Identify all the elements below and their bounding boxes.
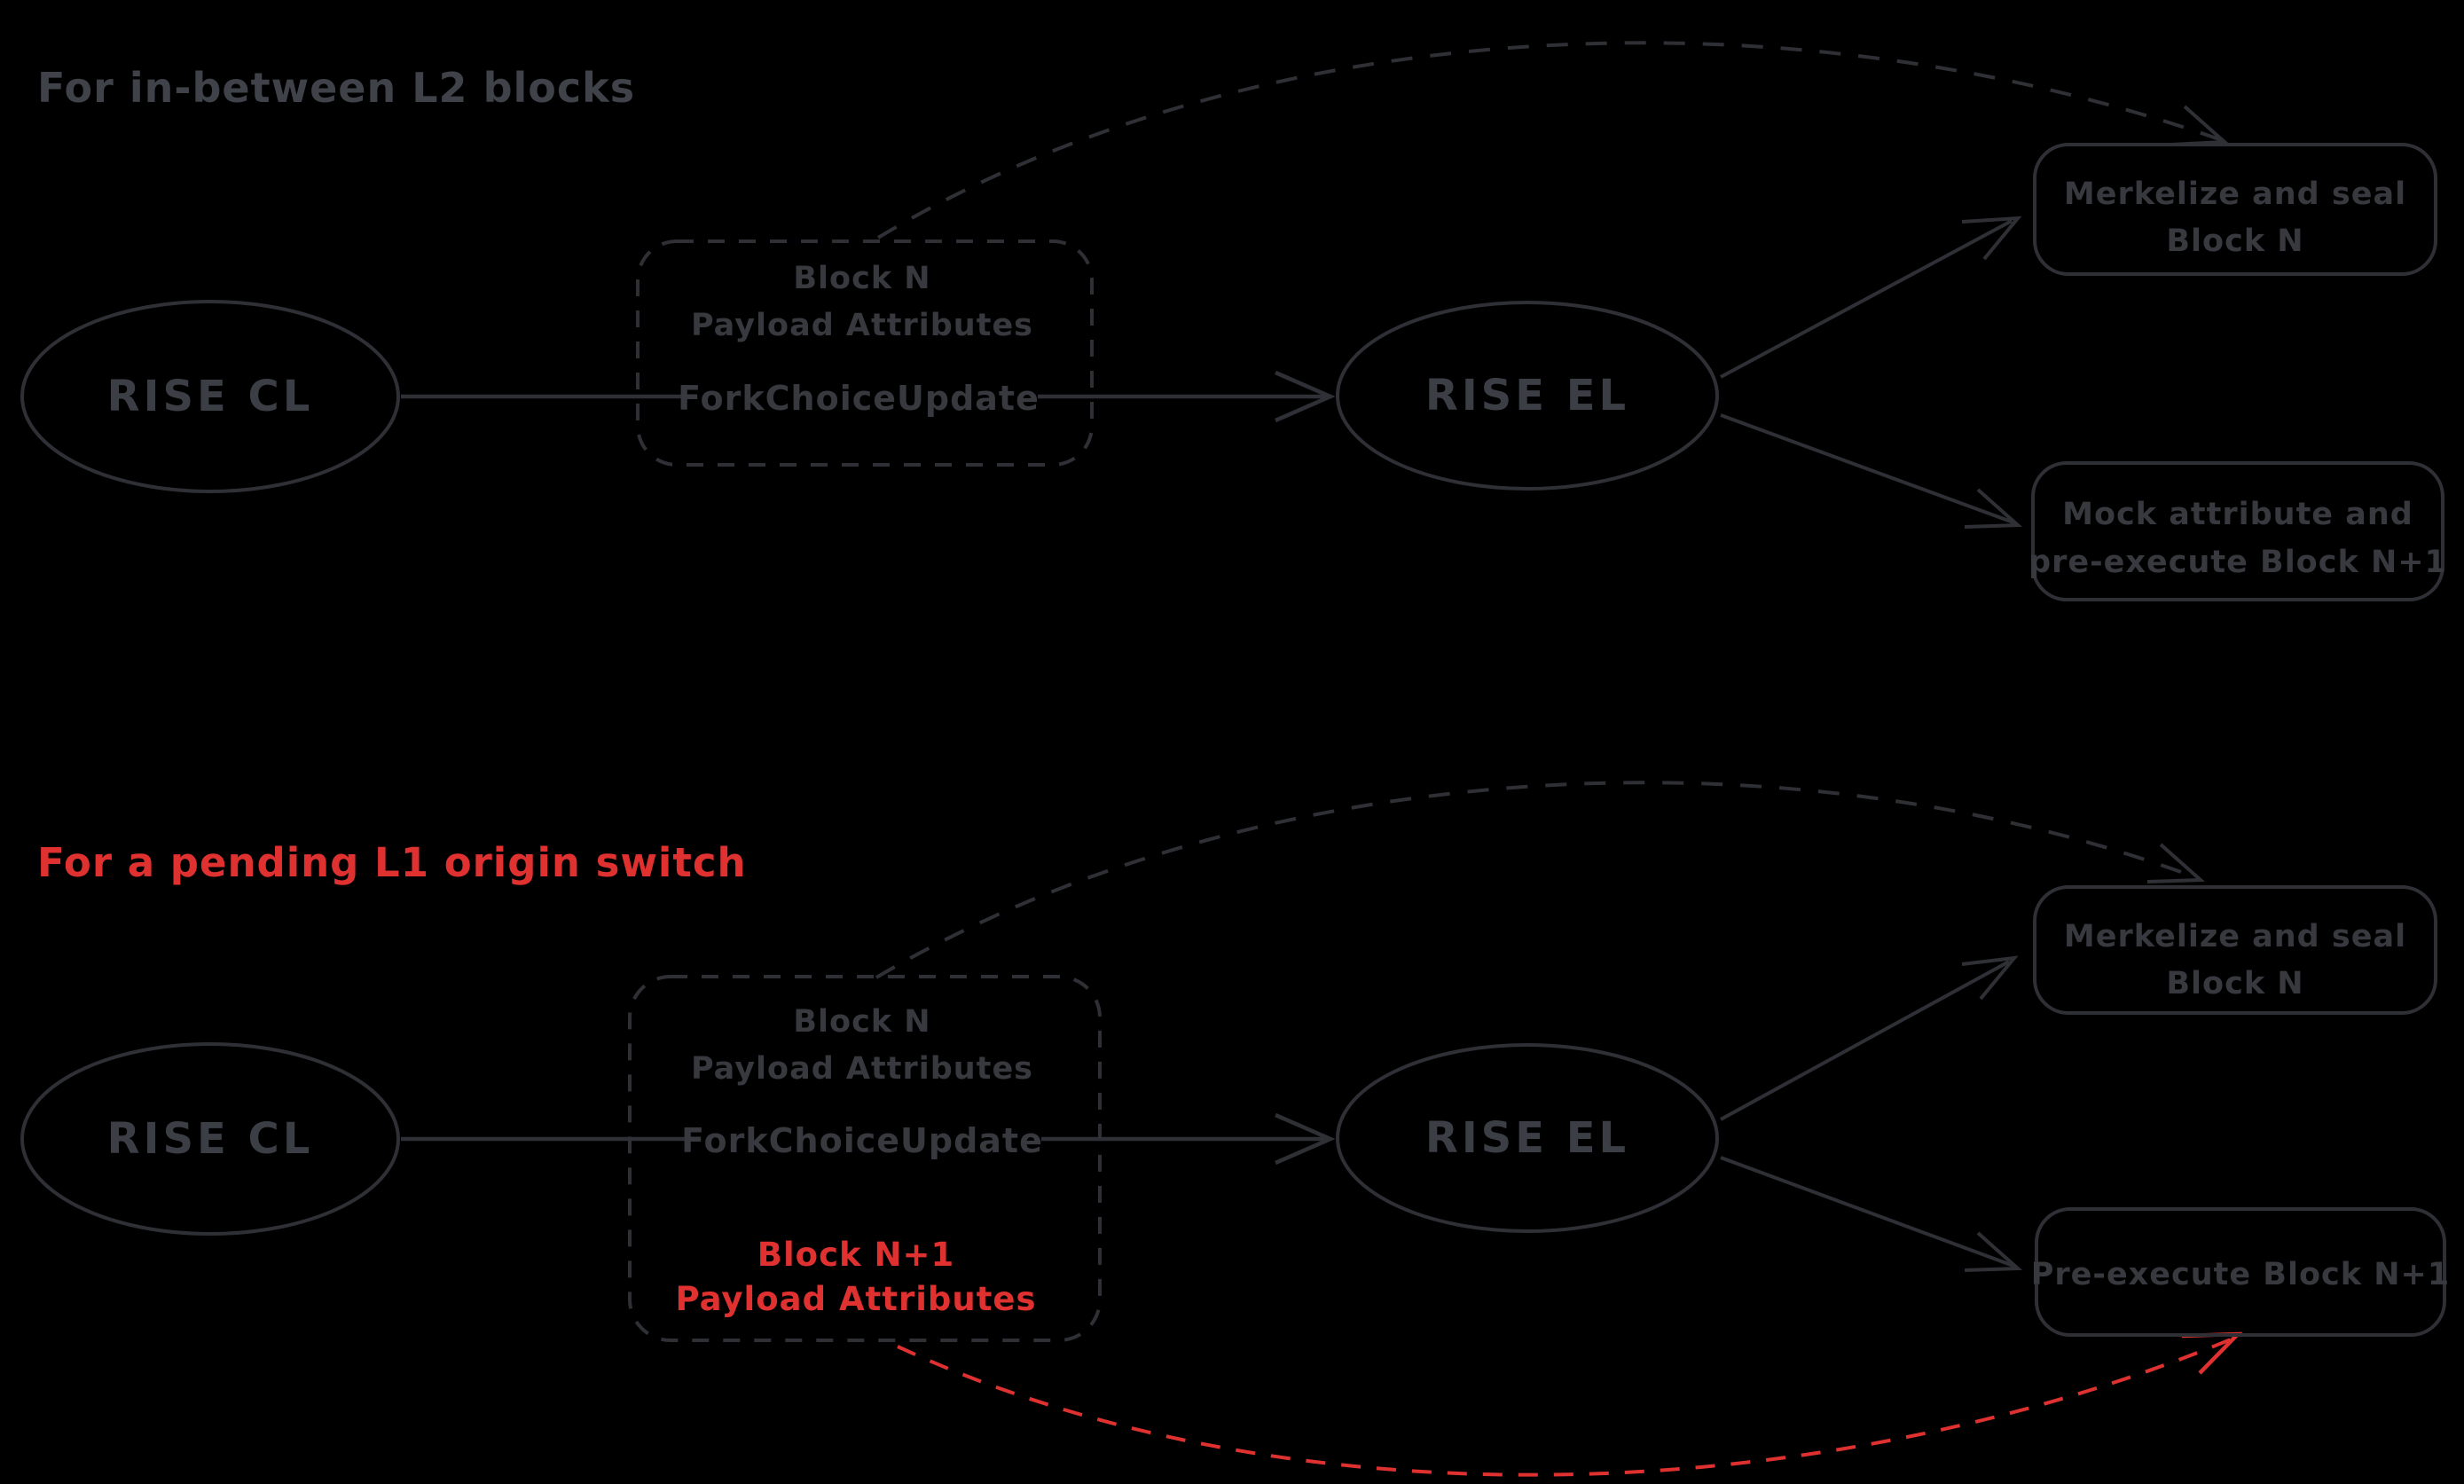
merkelize-box-line2: Block N: [2166, 224, 2303, 259]
section-title-in-between-l2-blocks: For in-between L2 blocks: [37, 64, 635, 112]
mock-preexecute-box-line1: Mock attribute and: [2062, 497, 2413, 532]
pending-block-line2: Payload Attributes: [675, 1280, 1036, 1318]
forkchoiceupdate-label: ForkChoiceUpdate: [678, 379, 1040, 418]
forkchoiceupdate-label-bottom: ForkChoiceUpdate: [681, 1121, 1043, 1160]
arrow-label-backdrop: [683, 372, 1038, 421]
arrow-el-to-preexecute-bottom-head: [1964, 1231, 2023, 1272]
merkelize-box-bottom-line2: Block N: [2166, 966, 2303, 1001]
arrow-cl-to-el-bottom-head: [1275, 1112, 1336, 1166]
arrow-el-to-preexecute: [1720, 413, 2014, 524]
arrow-el-to-merkelize-bottom-head: [1961, 955, 2019, 1001]
merkelize-box-bottom-line1: Merkelize and seal: [2064, 919, 2406, 954]
payload-box-bottom-line1: Block N: [793, 1004, 930, 1040]
red-dashed-curve-pending-to-preexecute: [897, 1338, 2232, 1477]
rise-el-node: [1336, 301, 1719, 491]
merkelize-box-line1: Merkelize and seal: [2064, 177, 2406, 212]
merkelize-box-bottom: [2033, 885, 2437, 1015]
merkelize-box: [2033, 143, 2437, 276]
arrow-cl-to-el-head: [1275, 370, 1336, 423]
rise-cl-node: [20, 300, 400, 493]
payload-attributes-box-bottom: [628, 975, 1102, 1342]
payload-box-line2: Payload Attributes: [691, 308, 1033, 343]
preexecute-box-bottom: [2035, 1207, 2446, 1337]
rise-el-node-bottom: [1336, 1043, 1719, 1233]
rise-cl-label: RISE CL: [107, 372, 314, 421]
payload-box-bottom-line2: Payload Attributes: [691, 1051, 1033, 1087]
rise-el-label-bottom: RISE EL: [1425, 1113, 1629, 1163]
arrow-el-to-merkelize-head: [1961, 216, 2022, 261]
arrow-label-backdrop-bottom: [687, 1114, 1041, 1164]
payload-attributes-box: [636, 239, 1094, 467]
pending-block-line1: Block N+1: [757, 1236, 954, 1274]
arrow-el-to-preexecute-head: [1964, 488, 2023, 529]
dashed-curve-payload-to-merkelize: [876, 41, 2223, 239]
rise-cl-label-bottom: RISE CL: [107, 1114, 314, 1164]
arrow-el-to-merkelize-bottom: [1720, 960, 2010, 1121]
dashed-curve-payload-to-merkelize-bottom-head: [2146, 843, 2206, 883]
rise-cl-node-bottom: [20, 1042, 400, 1236]
mock-preexecute-box: [2031, 461, 2444, 601]
dashed-curve-payload-to-merkelize-bottom: [875, 781, 2199, 979]
mock-preexecute-box-line2: pre-execute Block N+1: [2028, 545, 2447, 580]
section-title-pending-l1-origin-switch: For a pending L1 origin switch: [37, 839, 747, 886]
preexecute-box-bottom-line1: Pre-execute Block N+1: [2031, 1257, 2450, 1292]
payload-box-line1: Block N: [793, 261, 930, 296]
rise-el-label: RISE EL: [1425, 371, 1629, 420]
arrow-el-to-preexecute-bottom: [1720, 1156, 2014, 1268]
arrow-el-to-merkelize: [1720, 219, 2013, 379]
